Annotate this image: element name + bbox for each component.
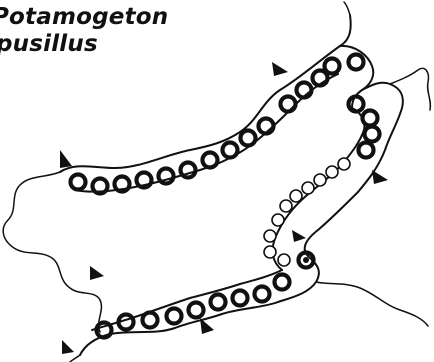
thin-walled-cell — [278, 254, 290, 266]
marker-mid — [292, 230, 306, 242]
thick-walled-cell — [255, 287, 270, 302]
thick-walled-cell — [181, 163, 196, 178]
thick-walled-cell — [233, 291, 248, 306]
thick-walled-cell — [359, 143, 374, 158]
marker-right — [372, 170, 388, 184]
thick-walled-cell — [275, 275, 290, 290]
thick-walled-cell — [241, 131, 256, 146]
thin-walled-cell — [338, 158, 350, 170]
marker-left-mid — [90, 266, 104, 280]
thick-walled-cell — [363, 111, 378, 126]
strand-top — [344, 2, 350, 15]
thin-walled-cell — [280, 200, 292, 212]
thick-walled-cell — [211, 295, 226, 310]
thick-walled-cell — [259, 119, 274, 134]
cell-nucleus-dot — [303, 257, 309, 263]
strand-left — [3, 172, 101, 332]
inner-membrane-right — [273, 108, 365, 270]
thick-walled-cell — [349, 55, 364, 70]
thin-walled-cell — [314, 174, 326, 186]
thin-walled-cell — [264, 230, 276, 242]
thick-walled-cell — [159, 169, 174, 184]
thick-walled-cell — [189, 303, 204, 318]
thick-walled-cell — [71, 175, 86, 190]
thin-walled-cell — [302, 182, 314, 194]
marker-bottom — [200, 318, 214, 334]
thin-walled-cell — [272, 214, 284, 226]
thick-walled-cell — [203, 153, 218, 168]
strand-lower-right — [316, 282, 428, 326]
marker-top-left — [60, 150, 72, 168]
marker-top-center — [272, 62, 288, 76]
thin-walled-cell — [326, 166, 338, 178]
thick-walled-cell — [325, 59, 340, 74]
strand-right — [390, 68, 430, 110]
thick-walled-cell — [281, 97, 296, 112]
marker-bottom-left — [62, 340, 74, 354]
thin-walled-cell — [264, 246, 276, 258]
thick-walled-cell — [143, 313, 158, 328]
thick-walled-cell — [365, 127, 380, 142]
thick-walled-cell — [167, 309, 182, 324]
strand-bottom — [70, 355, 80, 362]
thin-walled-cell — [290, 190, 302, 202]
thick-walled-cell — [223, 143, 238, 158]
